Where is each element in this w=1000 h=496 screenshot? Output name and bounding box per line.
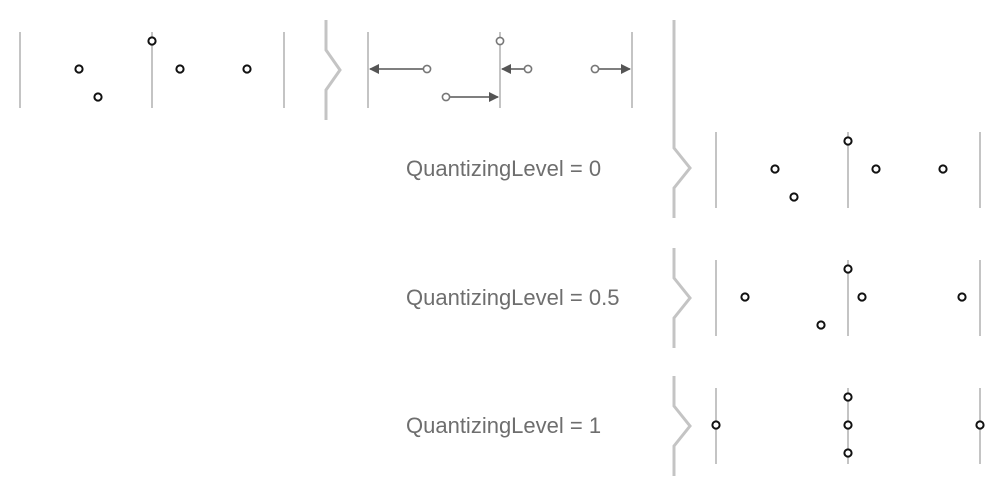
note-dot — [242, 64, 252, 74]
note-dot — [711, 420, 721, 430]
note-dot — [843, 392, 853, 402]
note-dot — [740, 292, 750, 302]
results-bracket — [672, 248, 692, 348]
note-dot — [938, 164, 948, 174]
note-dot — [175, 64, 185, 74]
note-dot — [975, 420, 985, 430]
note-dot — [147, 36, 157, 46]
note-dot — [843, 420, 853, 430]
note-dot — [843, 264, 853, 274]
quantize-level-label: QuantizingLevel = 0 — [406, 156, 601, 181]
note-dot — [523, 64, 533, 74]
note-dot — [857, 292, 867, 302]
note-dot — [441, 92, 451, 102]
note-dot — [93, 92, 103, 102]
quantize-level-row: QuantizingLevel = 0 — [406, 132, 981, 208]
transform-bracket — [324, 20, 342, 120]
results-bracket — [672, 376, 692, 476]
note-dot — [590, 64, 600, 74]
results-bracket — [672, 20, 692, 218]
note-dot — [957, 292, 967, 302]
quantize-level-row: QuantizingLevel = 1 — [406, 388, 985, 464]
quantize-level-row: QuantizingLevel = 0.5 — [406, 260, 981, 336]
note-dot — [789, 192, 799, 202]
note-dot — [422, 64, 432, 74]
quantize-level-label: QuantizingLevel = 1 — [406, 413, 601, 438]
note-dot — [816, 320, 826, 330]
note-dot — [74, 64, 84, 74]
note-dot — [871, 164, 881, 174]
note-dot — [843, 136, 853, 146]
quantize-level-label: QuantizingLevel = 0.5 — [406, 285, 619, 310]
original-notes-panel — [19, 32, 285, 108]
note-dot — [495, 36, 505, 46]
note-dot — [843, 448, 853, 458]
quantize-direction-panel — [367, 32, 633, 108]
note-dot — [770, 164, 780, 174]
